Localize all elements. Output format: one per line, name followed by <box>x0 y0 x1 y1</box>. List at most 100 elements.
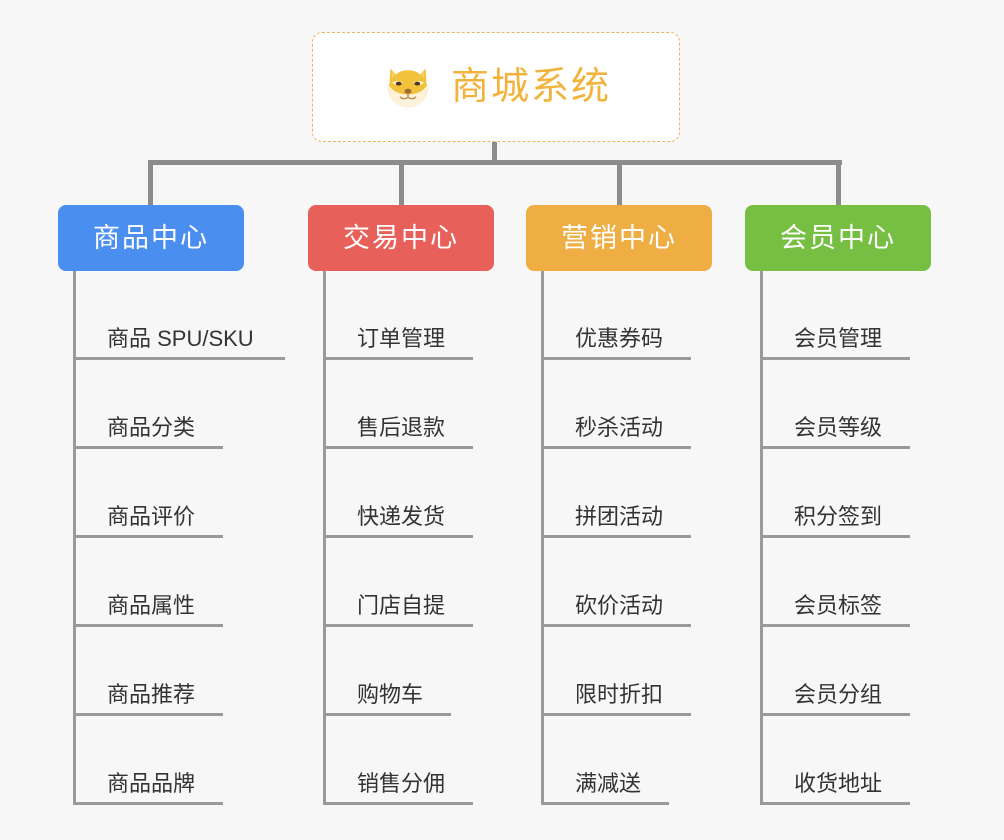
leaf-item-label: 售后退款 <box>357 415 446 440</box>
leaf-item[interactable]: 商品分类 <box>73 360 244 449</box>
leaf-underline <box>760 713 910 716</box>
branch-column-3: 营销中心优惠券码秒杀活动拼团活动砍价活动限时折扣满减送 <box>526 205 712 805</box>
leaf-item-label: 拼团活动 <box>575 504 664 529</box>
leaf-item[interactable]: 限时折扣 <box>541 627 712 716</box>
leaf-item-label: 会员标签 <box>794 593 883 618</box>
leaf-item-label: 销售分佣 <box>357 771 446 796</box>
leaf-underline <box>73 802 223 805</box>
leaf-underline <box>760 357 910 360</box>
branch-connector-4 <box>836 160 841 205</box>
leaf-underline <box>541 446 691 449</box>
leaf-item[interactable]: 拼团活动 <box>541 449 712 538</box>
leaf-underline <box>760 446 910 449</box>
leaf-item[interactable]: 售后退款 <box>323 360 494 449</box>
leaf-spine <box>73 271 76 805</box>
leaf-item[interactable]: 商品评价 <box>73 449 244 538</box>
leaf-item-label: 收货地址 <box>794 771 883 796</box>
leaf-underline <box>323 535 473 538</box>
root-title: 商城系统 <box>450 66 611 108</box>
leaf-item-label: 满减送 <box>575 771 642 796</box>
branch-column-2: 交易中心订单管理售后退款快递发货门店自提购物车销售分佣 <box>308 205 494 805</box>
leaf-spine <box>323 271 326 805</box>
leaf-underline <box>323 713 451 716</box>
category-header-label: 交易中心 <box>343 222 459 253</box>
branch-connector-2 <box>399 160 404 205</box>
leaf-item[interactable]: 满减送 <box>541 716 712 805</box>
leaf-underline <box>760 802 910 805</box>
leaf-item[interactable]: 秒杀活动 <box>541 360 712 449</box>
leaf-item-label: 门店自提 <box>357 593 446 618</box>
category-header-label: 会员中心 <box>780 222 896 253</box>
leaf-underline <box>73 357 285 360</box>
leaf-underline <box>541 357 691 360</box>
leaf-spine <box>541 271 544 805</box>
leaf-item[interactable]: 商品品牌 <box>73 716 244 805</box>
leaf-underline <box>323 446 473 449</box>
branch-column-4: 会员中心会员管理会员等级积分签到会员标签会员分组收货地址 <box>745 205 931 805</box>
shiba-dog-face-icon <box>381 60 435 114</box>
leaf-item-label: 优惠券码 <box>575 326 664 351</box>
leaf-list-3: 优惠券码秒杀活动拼团活动砍价活动限时折扣满减送 <box>541 271 712 805</box>
leaf-underline <box>73 535 223 538</box>
leaf-item-label: 商品品牌 <box>107 771 196 796</box>
leaf-list-1: 商品 SPU/SKU 商品分类商品评价商品属性商品推荐商品品牌 <box>73 271 285 805</box>
leaf-item-label: 商品分类 <box>107 415 196 440</box>
leaf-item[interactable]: 购物车 <box>323 627 494 716</box>
leaf-spine <box>760 271 763 805</box>
leaf-underline <box>73 713 223 716</box>
leaf-item[interactable]: 商品 SPU/SKU <box>73 271 285 360</box>
leaf-underline <box>73 624 223 627</box>
category-header-2[interactable]: 交易中心 <box>308 205 494 271</box>
leaf-underline <box>323 802 473 805</box>
leaf-item-label: 积分签到 <box>794 504 883 529</box>
branch-connector-1 <box>148 160 153 205</box>
leaf-item-label: 秒杀活动 <box>575 415 664 440</box>
category-header-label: 营销中心 <box>561 222 677 253</box>
root-node[interactable]: 商城系统 <box>312 32 680 142</box>
leaf-underline <box>760 535 910 538</box>
leaf-item-label: 商品推荐 <box>107 682 196 707</box>
trunk-vertical-connector <box>492 142 497 164</box>
leaf-item-label: 购物车 <box>357 682 424 707</box>
leaf-item[interactable]: 商品推荐 <box>73 627 244 716</box>
trunk-horizontal-connector <box>148 160 842 165</box>
leaf-item[interactable]: 会员等级 <box>760 360 931 449</box>
leaf-item[interactable]: 门店自提 <box>323 538 494 627</box>
branch-connector-3 <box>617 160 622 205</box>
leaf-underline <box>323 624 473 627</box>
leaf-item[interactable]: 会员标签 <box>760 538 931 627</box>
leaf-underline <box>73 446 223 449</box>
leaf-item-label: 快递发货 <box>357 504 446 529</box>
category-header-1[interactable]: 商品中心 <box>58 205 244 271</box>
leaf-item-label: 限时折扣 <box>575 682 664 707</box>
leaf-item-label: 商品 SPU/SKU <box>107 326 254 351</box>
leaf-item[interactable]: 订单管理 <box>323 271 494 360</box>
leaf-underline <box>541 535 691 538</box>
leaf-list-4: 会员管理会员等级积分签到会员标签会员分组收货地址 <box>760 271 931 805</box>
leaf-item-label: 会员等级 <box>794 415 883 440</box>
leaf-item[interactable]: 销售分佣 <box>323 716 494 805</box>
leaf-underline <box>323 357 473 360</box>
leaf-item[interactable]: 会员分组 <box>760 627 931 716</box>
leaf-underline <box>541 713 691 716</box>
leaf-underline <box>541 802 669 805</box>
leaf-item-label: 商品评价 <box>107 504 196 529</box>
leaf-item-label: 订单管理 <box>357 326 446 351</box>
leaf-item-label: 会员管理 <box>794 326 883 351</box>
leaf-item[interactable]: 商品属性 <box>73 538 244 627</box>
leaf-item[interactable]: 快递发货 <box>323 449 494 538</box>
category-header-label: 商品中心 <box>93 222 209 253</box>
category-header-4[interactable]: 会员中心 <box>745 205 931 271</box>
leaf-item[interactable]: 收货地址 <box>760 716 931 805</box>
leaf-item[interactable]: 会员管理 <box>760 271 931 360</box>
leaf-item-label: 商品属性 <box>107 593 196 618</box>
leaf-underline <box>760 624 910 627</box>
leaf-item-label: 会员分组 <box>794 682 883 707</box>
leaf-item[interactable]: 砍价活动 <box>541 538 712 627</box>
leaf-underline <box>541 624 691 627</box>
leaf-item[interactable]: 积分签到 <box>760 449 931 538</box>
leaf-list-2: 订单管理售后退款快递发货门店自提购物车销售分佣 <box>323 271 494 805</box>
leaf-item[interactable]: 优惠券码 <box>541 271 712 360</box>
category-header-3[interactable]: 营销中心 <box>526 205 712 271</box>
